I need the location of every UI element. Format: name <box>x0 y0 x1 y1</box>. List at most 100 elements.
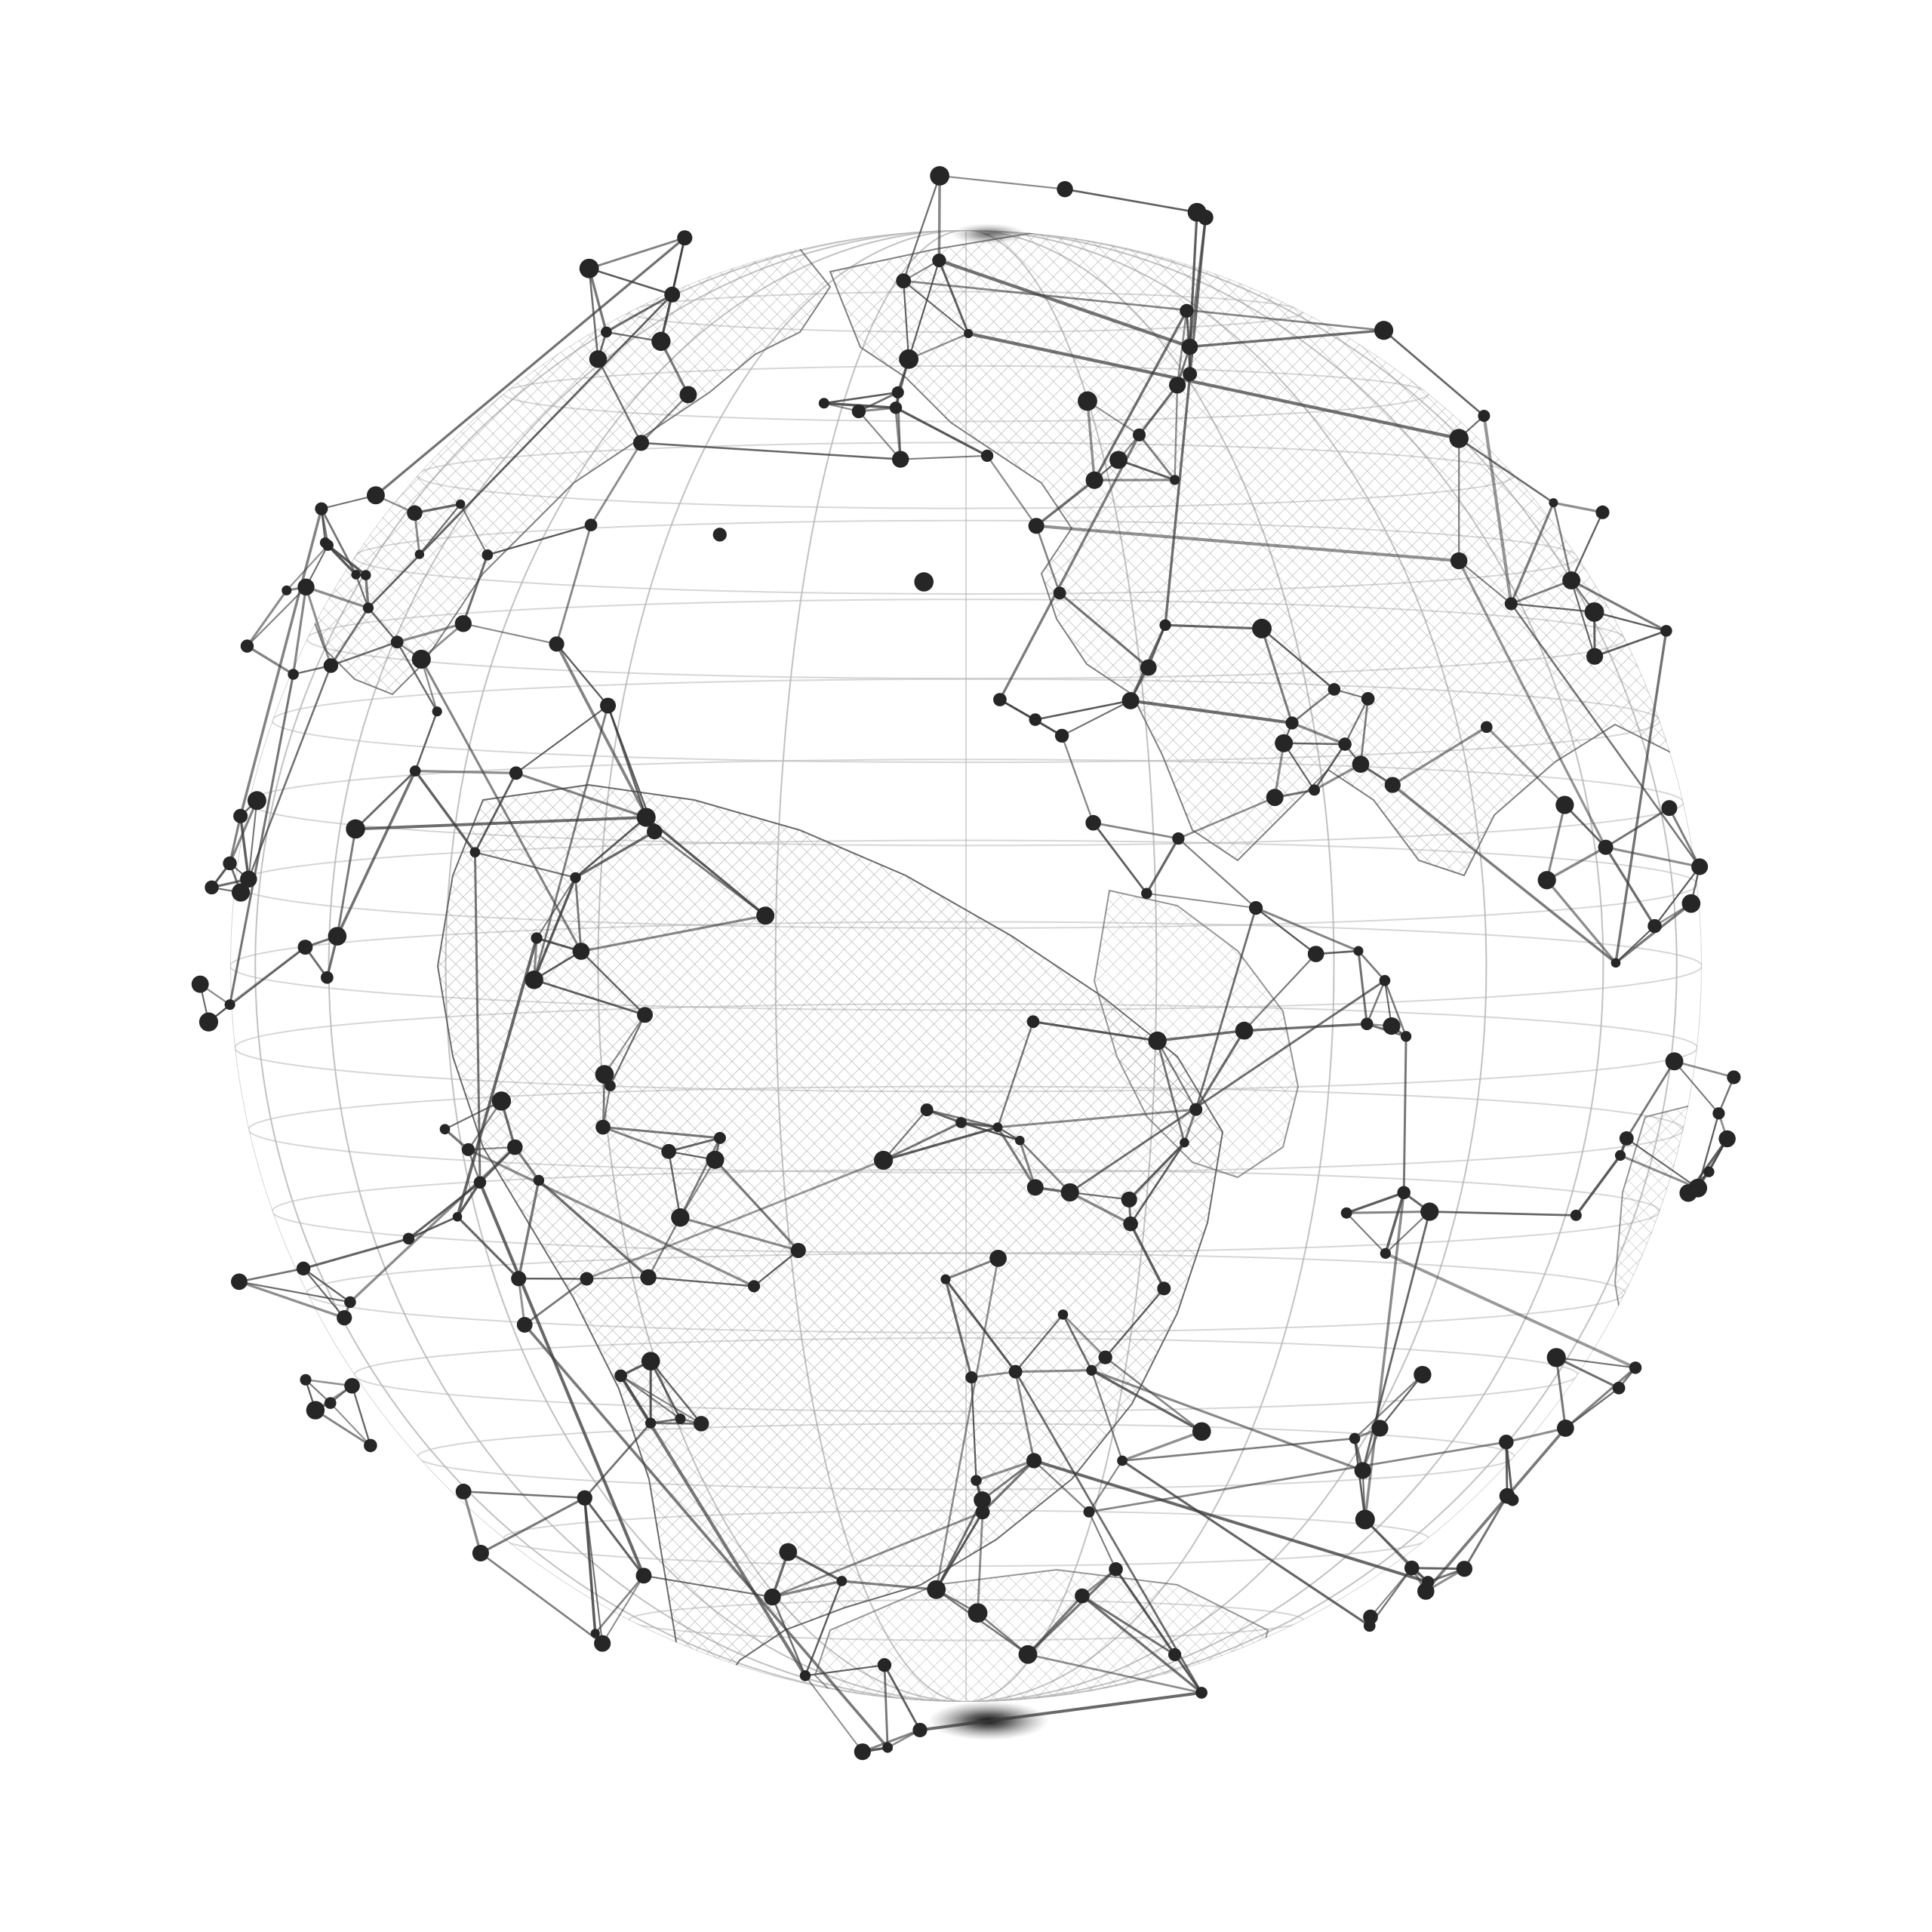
network-node <box>756 906 775 925</box>
network-node <box>1703 1166 1715 1177</box>
network-node <box>1681 894 1701 913</box>
network-node <box>306 1401 325 1420</box>
network-link <box>478 1146 516 1183</box>
network-node <box>1549 498 1558 508</box>
network-link <box>1555 1357 1567 1429</box>
network-link <box>463 1491 585 1500</box>
network-node <box>965 1371 978 1384</box>
network-node <box>896 273 912 289</box>
network-node <box>1611 958 1621 968</box>
network-link <box>1626 1060 1675 1140</box>
network-link <box>787 1551 843 1583</box>
network-link <box>804 1675 863 1752</box>
network-link <box>1019 1140 1071 1193</box>
network-link <box>396 641 438 712</box>
network-node <box>511 1271 527 1287</box>
network-node <box>640 1269 657 1286</box>
network-link <box>895 406 988 457</box>
network-node <box>1029 713 1042 726</box>
network-link <box>1195 907 1257 1110</box>
network-node <box>240 870 257 888</box>
network-link <box>574 877 583 952</box>
network-node <box>1075 1588 1090 1604</box>
network-link <box>456 1216 520 1280</box>
network-link <box>908 260 940 360</box>
network-node <box>675 1413 686 1425</box>
network-link <box>1255 906 1359 952</box>
network-link <box>1574 1154 1622 1217</box>
network-node <box>205 880 219 895</box>
network-node <box>1562 571 1581 590</box>
network-link <box>1457 560 1607 848</box>
network-link <box>588 268 599 359</box>
network-node <box>713 1131 726 1144</box>
network-link <box>364 574 370 608</box>
network-link <box>1121 1430 1202 1463</box>
network-link <box>823 391 898 405</box>
network-link <box>305 586 332 666</box>
network-link <box>1062 1314 1093 1371</box>
network-link <box>1564 804 1607 848</box>
network-nodes <box>191 166 1741 1761</box>
network-link <box>903 281 910 359</box>
network-link <box>1506 1426 1566 1444</box>
network-link <box>327 544 357 576</box>
network-node <box>231 1273 248 1291</box>
network-node <box>964 328 974 339</box>
network-link <box>1283 743 1315 791</box>
network-node <box>414 549 425 559</box>
network-link <box>597 358 642 444</box>
network-link <box>1357 950 1386 982</box>
network-link <box>589 442 642 526</box>
network-link <box>1026 1568 1117 1656</box>
network-link <box>1385 1252 1636 1370</box>
network-node <box>580 1272 594 1286</box>
network-node <box>1363 1609 1378 1625</box>
network-link <box>246 589 288 648</box>
network-node <box>390 635 404 649</box>
network-node <box>223 856 237 871</box>
network-link <box>1069 1191 1130 1201</box>
network-link <box>1354 1374 1423 1439</box>
network-link <box>996 1021 1035 1128</box>
network-link <box>555 643 656 832</box>
network-node <box>590 1629 600 1638</box>
network-node <box>337 1310 352 1326</box>
network-link <box>1093 310 1188 481</box>
network-node <box>1598 839 1614 855</box>
network-link <box>1571 579 1667 632</box>
network-link <box>480 1497 586 1555</box>
network-link <box>1674 1060 1734 1078</box>
network-node <box>1309 784 1321 796</box>
network-node <box>955 1117 967 1128</box>
network-link <box>961 1121 1020 1142</box>
network-node <box>1340 1207 1352 1219</box>
network-link <box>602 1126 669 1153</box>
network-node <box>1028 518 1044 534</box>
network-link <box>620 1375 652 1424</box>
network-link <box>996 1126 1037 1189</box>
network-link <box>981 1460 1035 1501</box>
network-link <box>414 711 438 771</box>
network-node <box>407 505 423 521</box>
network-link <box>1571 580 1596 657</box>
network-node <box>1384 777 1401 793</box>
network-link <box>935 1511 984 1591</box>
network-node <box>469 847 481 858</box>
network-link <box>1091 1369 1364 1472</box>
network-link <box>1509 502 1555 605</box>
network-node <box>281 585 292 595</box>
network-link <box>1594 629 1667 657</box>
network-link <box>1284 742 1346 746</box>
network-link <box>903 175 941 281</box>
network-node <box>677 230 693 246</box>
network-node <box>600 697 617 714</box>
network-node <box>1480 721 1493 734</box>
network-link <box>1555 1356 1620 1389</box>
network-node <box>661 1143 676 1159</box>
network-link <box>462 554 489 624</box>
network-link <box>862 1728 921 1753</box>
network-node <box>1248 900 1263 915</box>
network-link <box>1463 1495 1509 1570</box>
network-node <box>300 1374 312 1386</box>
